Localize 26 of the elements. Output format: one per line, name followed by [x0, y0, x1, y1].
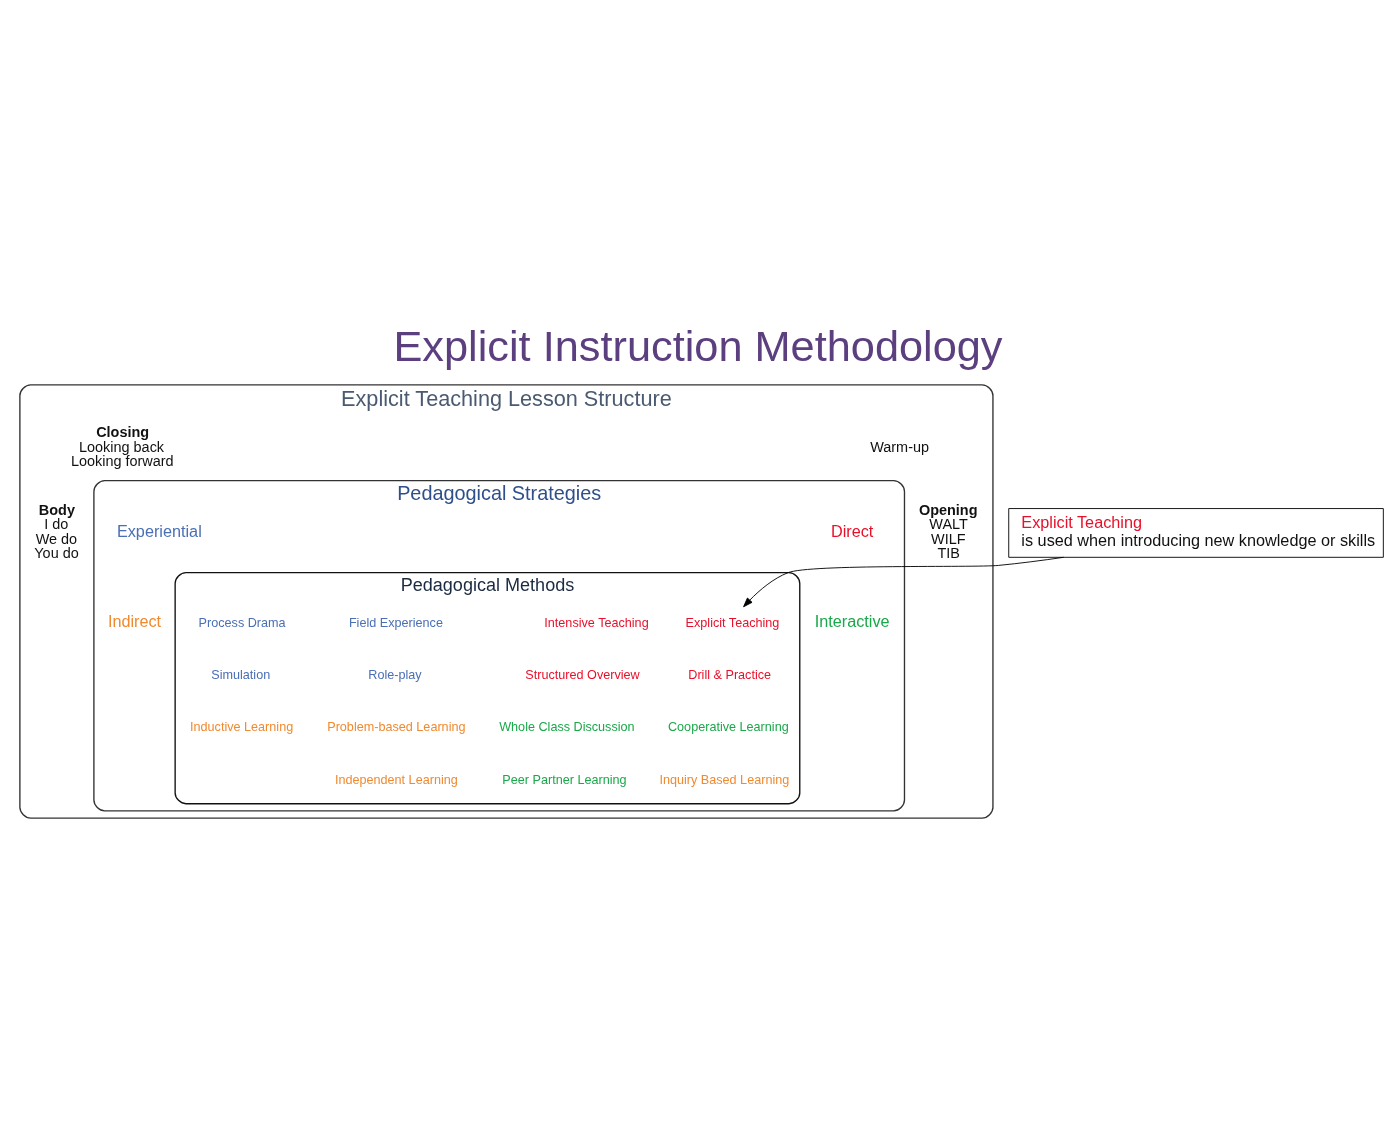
node-box: Explicit Teaching is used when introducing new knowledge or skills	[1008, 507, 1384, 558]
node-text: Body I do We do You do	[34, 501, 79, 561]
node-text: Cooperative Learning	[667, 719, 789, 734]
node-text: Opening WALT WILF TIB	[918, 501, 978, 561]
node-text: Inquiry Based Learning	[659, 772, 790, 787]
node-text: Inductive Learning	[190, 719, 294, 734]
arrow	[743, 556, 1065, 607]
node-text: Warm-up	[870, 438, 930, 455]
node-text: Problem-based Learning	[327, 719, 466, 734]
node-text: Indirect	[107, 611, 162, 630]
node-text: Whole Class Discussion	[499, 719, 635, 734]
node-text: Role-play	[368, 667, 422, 682]
node-text: Process Drama	[198, 615, 286, 630]
node-text: Drill & Practice	[688, 667, 772, 682]
node-text: Structured Overview	[525, 667, 640, 682]
node-text: Independent Learning	[334, 772, 458, 787]
node-text: Experiential	[116, 521, 202, 540]
node-text: Closing Looking back Looking forward	[70, 423, 174, 469]
node-text: Intensive Teaching	[544, 615, 649, 630]
node-text: Interactive	[814, 611, 890, 630]
node-text: Simulation	[211, 667, 271, 682]
node-text: Explicit Teaching	[685, 615, 780, 630]
node-text: Direct	[830, 521, 874, 540]
node-text: Field Experience	[348, 615, 443, 630]
diagram-title: Explicit Instruction Methodology	[393, 321, 1003, 370]
node-text: Peer Partner Learning	[502, 772, 627, 787]
